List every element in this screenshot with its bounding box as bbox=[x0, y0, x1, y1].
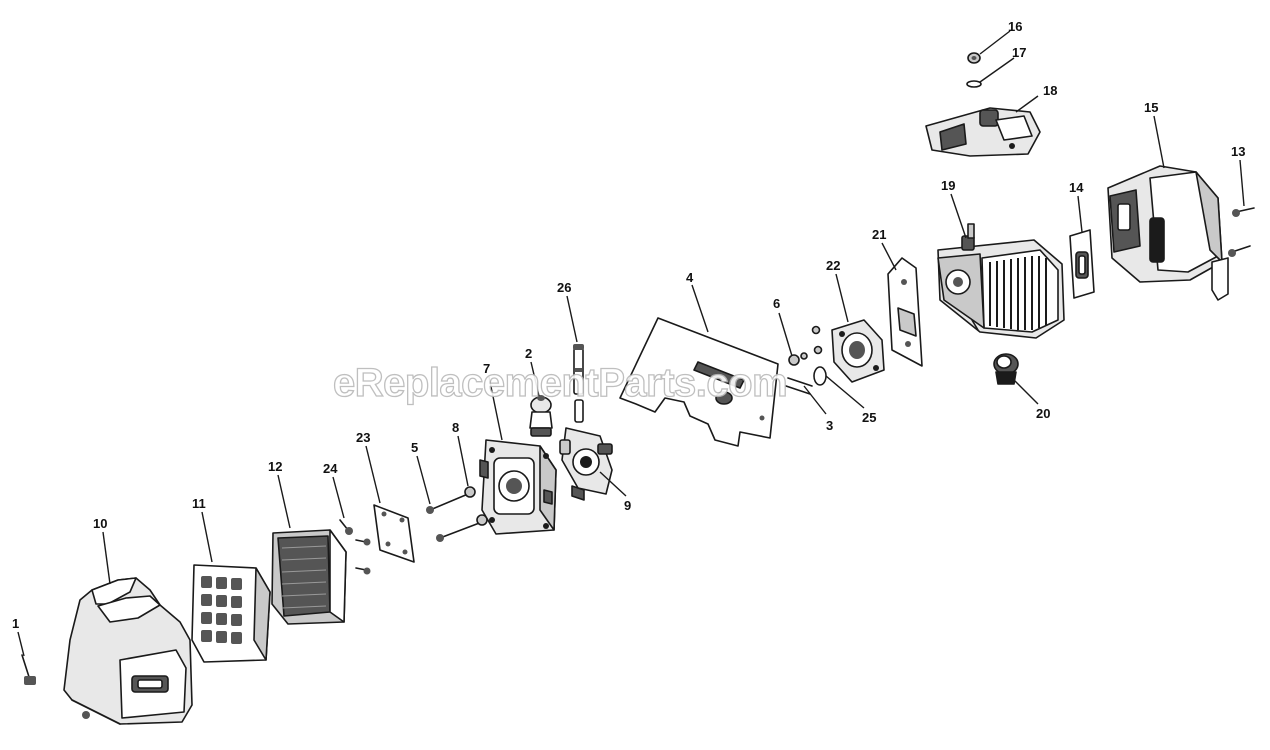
callout-17: 17 bbox=[1012, 45, 1026, 60]
callout-13: 13 bbox=[1231, 144, 1245, 159]
part-nut-16 bbox=[967, 52, 981, 64]
callout-20: 20 bbox=[1036, 406, 1050, 421]
part-air-filter-base bbox=[479, 439, 557, 535]
part-air-filter-cover bbox=[63, 577, 193, 725]
part-washer-8 bbox=[464, 486, 488, 526]
leader-20 bbox=[1011, 377, 1039, 405]
part-ignition-module bbox=[925, 107, 1041, 157]
part-gasket-25 bbox=[813, 366, 827, 386]
leader-12 bbox=[277, 474, 291, 529]
callout-11: 11 bbox=[192, 496, 206, 511]
part-primer-bulb bbox=[529, 395, 553, 437]
part-heat-shield-plate bbox=[619, 317, 779, 447]
leader-8 bbox=[457, 435, 469, 487]
part-muffler-gasket bbox=[1069, 229, 1095, 299]
leader-26 bbox=[566, 295, 578, 343]
leader-13 bbox=[1239, 159, 1245, 207]
callout-3: 3 bbox=[826, 418, 833, 433]
leader-14 bbox=[1077, 195, 1083, 233]
part-air-filter-element bbox=[271, 529, 347, 625]
watermark: eReplacementParts.com bbox=[333, 361, 787, 405]
callout-6: 6 bbox=[773, 296, 780, 311]
part-choke-plate bbox=[373, 504, 415, 563]
part-stud-3 bbox=[785, 325, 823, 395]
callout-9: 9 bbox=[624, 498, 631, 513]
leader-19 bbox=[950, 193, 967, 239]
part-intake-gasket bbox=[887, 257, 923, 367]
leader-4 bbox=[691, 284, 709, 333]
leader-3 bbox=[803, 385, 827, 415]
leader-11 bbox=[201, 511, 213, 563]
part-screw-24 bbox=[339, 519, 371, 575]
callout-25: 25 bbox=[862, 410, 876, 425]
part-carburetor bbox=[559, 427, 613, 501]
leader-5 bbox=[416, 455, 431, 505]
callout-16: 16 bbox=[1008, 19, 1022, 34]
part-screw-1 bbox=[21, 654, 36, 685]
part-air-filter-frame bbox=[191, 564, 271, 663]
part-nut-6 bbox=[788, 352, 808, 366]
part-spark-plug bbox=[993, 353, 1019, 385]
part-screw-13 bbox=[1228, 207, 1255, 257]
part-insulator bbox=[831, 319, 885, 383]
callout-24: 24 bbox=[323, 461, 338, 476]
callout-5: 5 bbox=[411, 440, 418, 455]
leader-17 bbox=[979, 57, 1015, 83]
callout-15: 15 bbox=[1144, 100, 1158, 115]
leader-18 bbox=[1015, 95, 1039, 113]
callout-1: 1 bbox=[12, 616, 19, 631]
leader-21 bbox=[881, 242, 897, 271]
callout-19: 19 bbox=[941, 178, 955, 193]
part-screw-5 bbox=[426, 493, 483, 542]
leader-15 bbox=[1153, 115, 1165, 169]
leader-9 bbox=[599, 471, 627, 497]
callout-labels: 1 2 3 4 5 6 7 8 9 10 11 12 13 14 15 16 1… bbox=[12, 19, 1245, 631]
part-washer-17 bbox=[966, 80, 982, 88]
part-engine-block bbox=[937, 223, 1065, 339]
leader-7 bbox=[488, 376, 503, 441]
leader-24 bbox=[332, 476, 345, 519]
callout-10: 10 bbox=[93, 516, 107, 531]
leader-2 bbox=[530, 361, 540, 397]
callout-18: 18 bbox=[1043, 83, 1057, 98]
leader-16 bbox=[979, 30, 1011, 55]
callout-8: 8 bbox=[452, 420, 459, 435]
leader-10 bbox=[102, 531, 111, 585]
part-fuel-line bbox=[573, 344, 584, 423]
part-muffler bbox=[1107, 165, 1229, 301]
leader-6 bbox=[778, 312, 793, 357]
callout-12: 12 bbox=[268, 459, 282, 474]
leader-22 bbox=[835, 273, 849, 323]
leader-lines bbox=[17, 30, 1245, 657]
callout-23: 23 bbox=[356, 430, 370, 445]
callout-14: 14 bbox=[1069, 180, 1084, 195]
leader-1 bbox=[17, 631, 25, 657]
callout-21: 21 bbox=[872, 227, 886, 242]
callout-7: 7 bbox=[483, 361, 490, 376]
leader-25 bbox=[825, 375, 865, 409]
callout-4: 4 bbox=[686, 270, 694, 285]
leader-23 bbox=[365, 445, 381, 504]
callout-26: 26 bbox=[557, 280, 571, 295]
callout-2: 2 bbox=[525, 346, 532, 361]
callout-22: 22 bbox=[826, 258, 840, 273]
